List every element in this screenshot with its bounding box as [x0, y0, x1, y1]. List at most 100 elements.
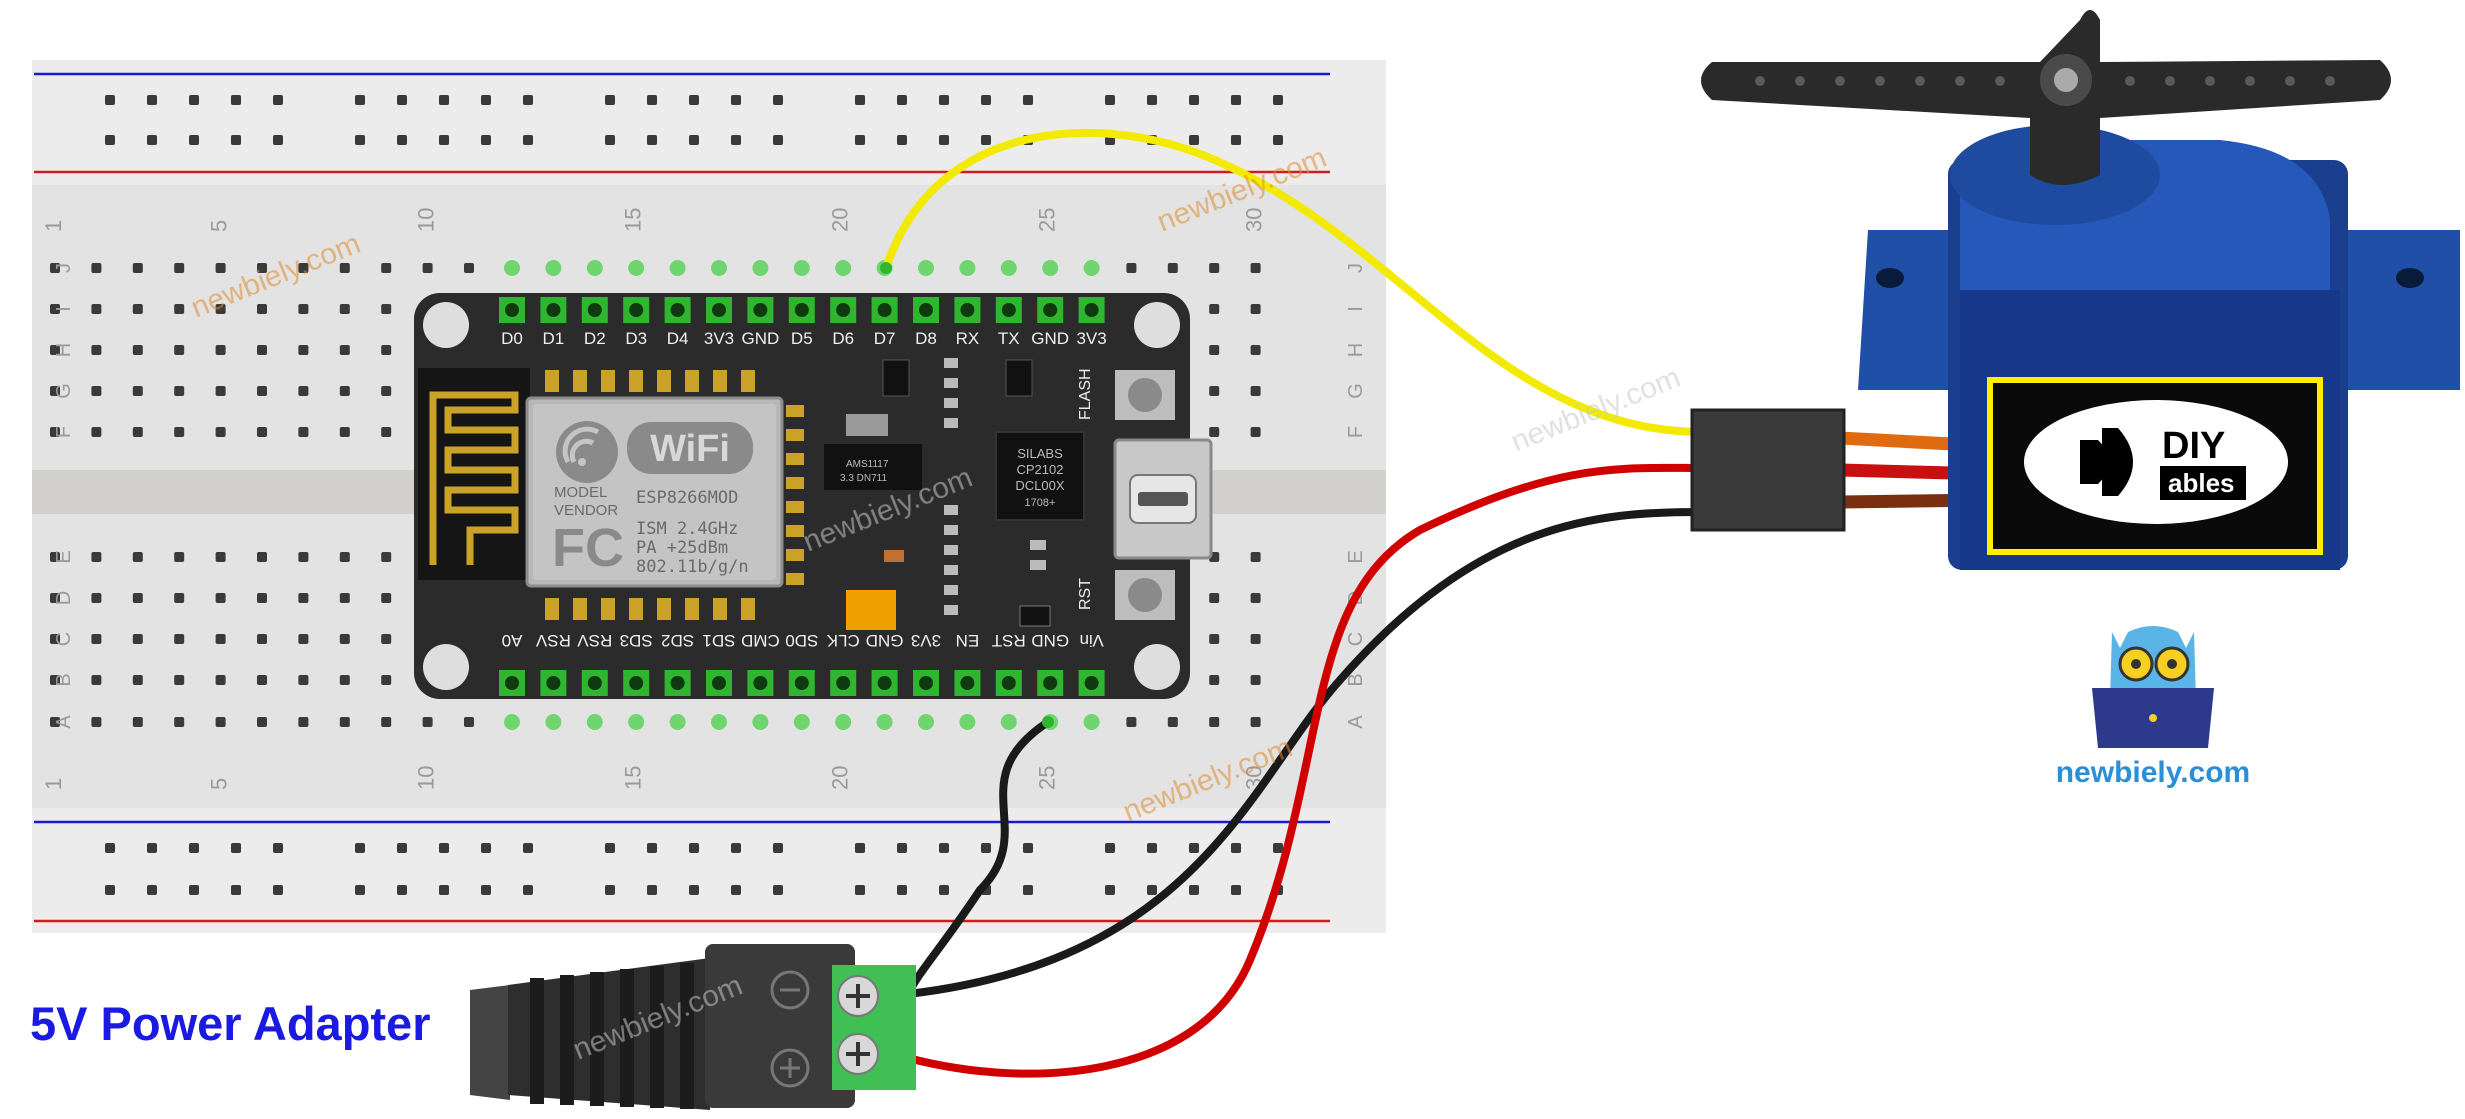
- header-pad-hole: [753, 676, 768, 690]
- pin-label-top: GND: [1031, 329, 1069, 348]
- breadboard-hole: [422, 263, 433, 273]
- rail-hole: [355, 885, 365, 895]
- bottom-power-rail: [32, 808, 1386, 933]
- breadboard-hole: [381, 552, 392, 562]
- header-pin-bottom-breadboard: [793, 714, 810, 730]
- rail-hole: [981, 95, 991, 105]
- rail-hole: [773, 135, 783, 145]
- pin-label-bottom: CLK: [826, 631, 860, 650]
- rail-hole: [189, 95, 199, 105]
- ground-wire-board: [904, 718, 1052, 998]
- header-pad-hole: [960, 303, 975, 317]
- breadboard-hole: [91, 593, 102, 603]
- power-adapter-label: 5V Power Adapter: [30, 997, 431, 1050]
- column-number-top: 30: [1242, 208, 1267, 232]
- breadboard-hole: [174, 345, 185, 355]
- breadboard-hole: [215, 717, 226, 727]
- rail-hole: [731, 135, 741, 145]
- module-pad: [741, 598, 755, 620]
- rail-hole: [939, 885, 949, 895]
- breadboard-hole: [1209, 263, 1220, 273]
- rail-hole: [231, 135, 241, 145]
- header-pin-bottom-breadboard: [918, 714, 934, 730]
- breadboard-hole: [215, 304, 226, 314]
- horn-hole: [1955, 76, 1965, 86]
- pin-label-bottom: Vin: [1079, 631, 1103, 650]
- rail-hole: [1189, 135, 1199, 145]
- breadboard-hole: [1250, 593, 1261, 603]
- pin-label-top: D4: [667, 329, 689, 348]
- rail-hole: [273, 843, 283, 853]
- horn-hole: [1915, 76, 1925, 86]
- micro-usb-port: [1113, 438, 1213, 560]
- header-pin-bottom-breadboard: [876, 714, 893, 730]
- header-pad-hole: [670, 676, 685, 690]
- horn-hole: [2325, 76, 2335, 86]
- module-pad: [685, 370, 699, 392]
- rail-hole: [855, 95, 865, 105]
- pin-label-top: D0: [501, 329, 523, 348]
- breadboard-hole: [1250, 345, 1261, 355]
- wifi-badge: [627, 422, 753, 474]
- breadboard-hole: [50, 427, 60, 437]
- horn-hole: [2165, 76, 2175, 86]
- header-pin-top-breadboard: [835, 260, 852, 276]
- breadboard-hole: [132, 304, 143, 314]
- breadboard-hole: [91, 427, 102, 437]
- brand-bottom-bg: [2160, 466, 2246, 500]
- module-pad: [786, 453, 804, 465]
- rail-hole: [1273, 135, 1283, 145]
- breadboard-hole: [1250, 304, 1261, 314]
- horn-hole: [1835, 76, 1845, 86]
- header-pin-top-breadboard: [545, 260, 562, 276]
- module-vendor-label: VENDOR: [554, 502, 618, 519]
- breadboard-hole: [50, 675, 60, 685]
- pin-label-bottom: SD2: [661, 631, 694, 650]
- header-pin-top-breadboard: [1042, 260, 1059, 276]
- horn-hole: [2125, 76, 2135, 86]
- row-letter: C: [53, 632, 75, 646]
- module-pad: [573, 370, 587, 392]
- horn-holes: [1755, 76, 2335, 86]
- rail-hole: [647, 843, 657, 853]
- breadboard-hole: [339, 675, 350, 685]
- breadboard-hole: [257, 427, 267, 437]
- module-model-name: ESP8266MOD: [636, 488, 738, 508]
- rail-hole: [397, 885, 407, 895]
- rail-hole: [397, 135, 407, 145]
- row-letter: J: [53, 263, 75, 273]
- rail-hole: [1231, 885, 1241, 895]
- breadboard-hole: [1250, 427, 1261, 437]
- breadboard-hole: [215, 552, 226, 562]
- breadboard-hole: [174, 634, 185, 644]
- breadboard-hole: [1250, 263, 1261, 273]
- header-pin-bottom-breadboard: [545, 714, 562, 730]
- rail-hole: [605, 95, 615, 105]
- module-pad: [685, 598, 699, 620]
- breadboard-hole: [1209, 427, 1220, 437]
- breadboard-hole: [91, 263, 102, 273]
- antenna-trace-icon: [429, 391, 519, 565]
- usb-chip-line-2: CP2102: [1017, 462, 1064, 477]
- rail-hole: [147, 885, 157, 895]
- breadboard-hole: [1209, 717, 1220, 727]
- rail-hole: [439, 885, 449, 895]
- rail-hole: [647, 135, 657, 145]
- pin-label-top: RX: [956, 329, 980, 348]
- header-pad-hole: [546, 303, 561, 317]
- mount-hole-br: [1134, 644, 1180, 690]
- breadboard-hole: [1209, 634, 1220, 644]
- breadboard-hole: [215, 263, 226, 273]
- pin-label-bottom: SD1: [702, 631, 735, 650]
- servo-tab-hole-left: [1876, 268, 1904, 288]
- breadboard-hole: [174, 593, 185, 603]
- antenna-area: [418, 368, 530, 580]
- ground-wire-servo: [904, 508, 1704, 998]
- column-number-bottom: 20: [828, 766, 853, 790]
- module-spec-1: ISM 2.4GHz: [636, 519, 738, 539]
- rail-hole: [773, 843, 783, 853]
- rail-hole: [189, 135, 199, 145]
- breadboard-hole: [298, 717, 309, 727]
- breadboard-hole: [174, 717, 185, 727]
